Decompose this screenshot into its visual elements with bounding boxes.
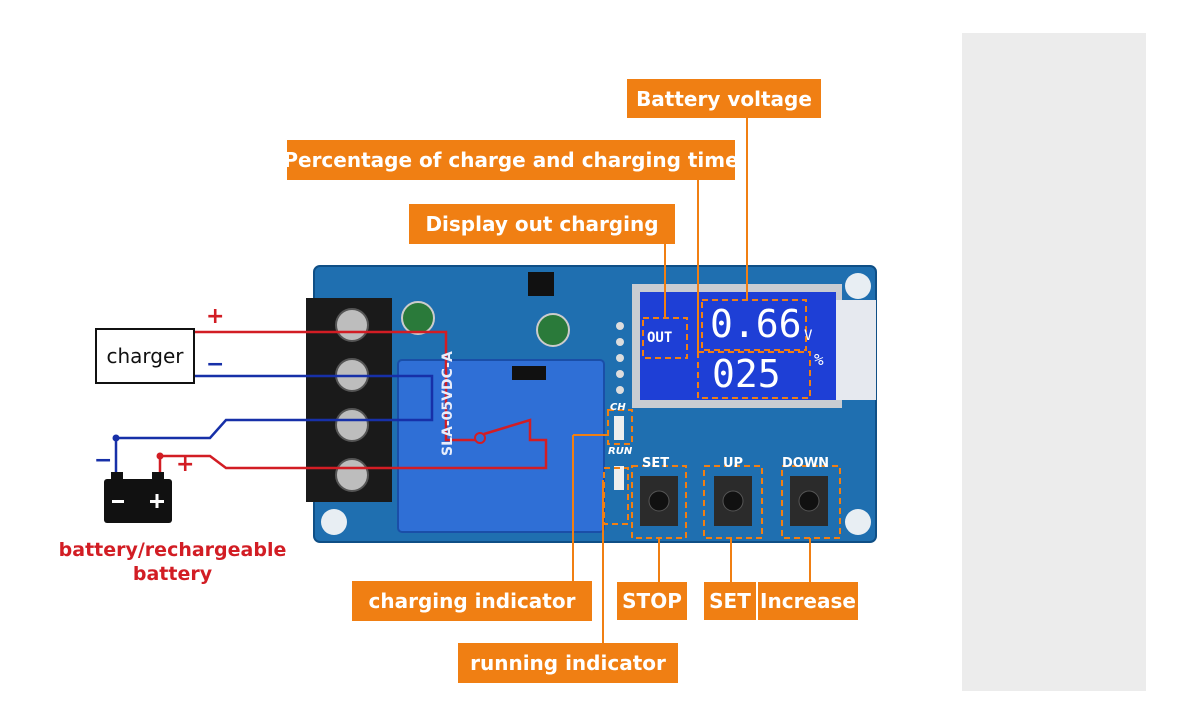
button-down-body: [790, 476, 828, 526]
silk-up: UP: [723, 456, 744, 471]
highlight-btn-up: [703, 465, 763, 539]
charger-minus-sign: −: [206, 352, 225, 377]
led-ch: [614, 416, 624, 440]
charger-plus-sign: +: [206, 304, 225, 329]
battery-caption: battery/rechargeable battery: [58, 539, 287, 585]
label-set: SET: [704, 582, 756, 620]
lcd-out-indicator: OUT: [647, 330, 673, 346]
button-up-body: [714, 476, 752, 526]
label-battery-voltage: Battery voltage: [627, 79, 821, 118]
label-stop: STOP: [617, 582, 687, 620]
led-run: [614, 466, 624, 490]
relay: [397, 359, 605, 533]
silk-run: RUN: [608, 446, 633, 457]
relay-marking: SLA-05VDC-A: [440, 351, 456, 456]
battery-icon: [104, 472, 172, 523]
lcd-percent-value: 025: [712, 352, 781, 396]
mount-hole-top-right: [845, 273, 871, 299]
charger-box: charger: [95, 328, 195, 384]
capacitor-2: [536, 313, 570, 347]
mount-hole-bottom-right: [845, 509, 871, 535]
lcd-screen: [640, 292, 836, 400]
lcd-window: [836, 300, 876, 400]
chip-top: [528, 272, 554, 296]
lcd-voltage-value: 0.66: [710, 302, 802, 346]
lcd-percent-unit: %: [814, 350, 824, 369]
highlight-voltage: [701, 299, 807, 351]
terminal-screws: [335, 308, 369, 492]
background-panel: [962, 33, 1146, 691]
highlight-btn-down: [781, 465, 841, 539]
charger-label: charger: [106, 344, 184, 368]
wire-charger-positive: [195, 330, 476, 442]
mount-hole-bottom-left: [321, 509, 347, 535]
lcd-voltage-unit: V: [804, 328, 813, 344]
capacitor-1: [401, 301, 435, 335]
label-percentage: Percentage of charge and charging time: [283, 140, 739, 180]
label-display-out: Display out charging: [409, 204, 675, 244]
label-increase: Increase: [758, 582, 858, 620]
smd-component: [512, 366, 546, 380]
highlight-led-ch: [607, 409, 633, 445]
silk-down: DOWN: [782, 456, 830, 471]
silk-set: SET: [642, 456, 670, 471]
battery-plus-sign: +: [176, 452, 195, 477]
highlight-percent: [697, 351, 811, 399]
button-set-body: [640, 476, 678, 526]
label-charging-indicator: charging indicator: [352, 581, 592, 621]
header-pins: [616, 322, 624, 394]
label-running-indicator: running indicator: [458, 643, 678, 683]
silk-ch: CH: [610, 402, 626, 413]
battery-minus-sign: −: [94, 448, 113, 473]
